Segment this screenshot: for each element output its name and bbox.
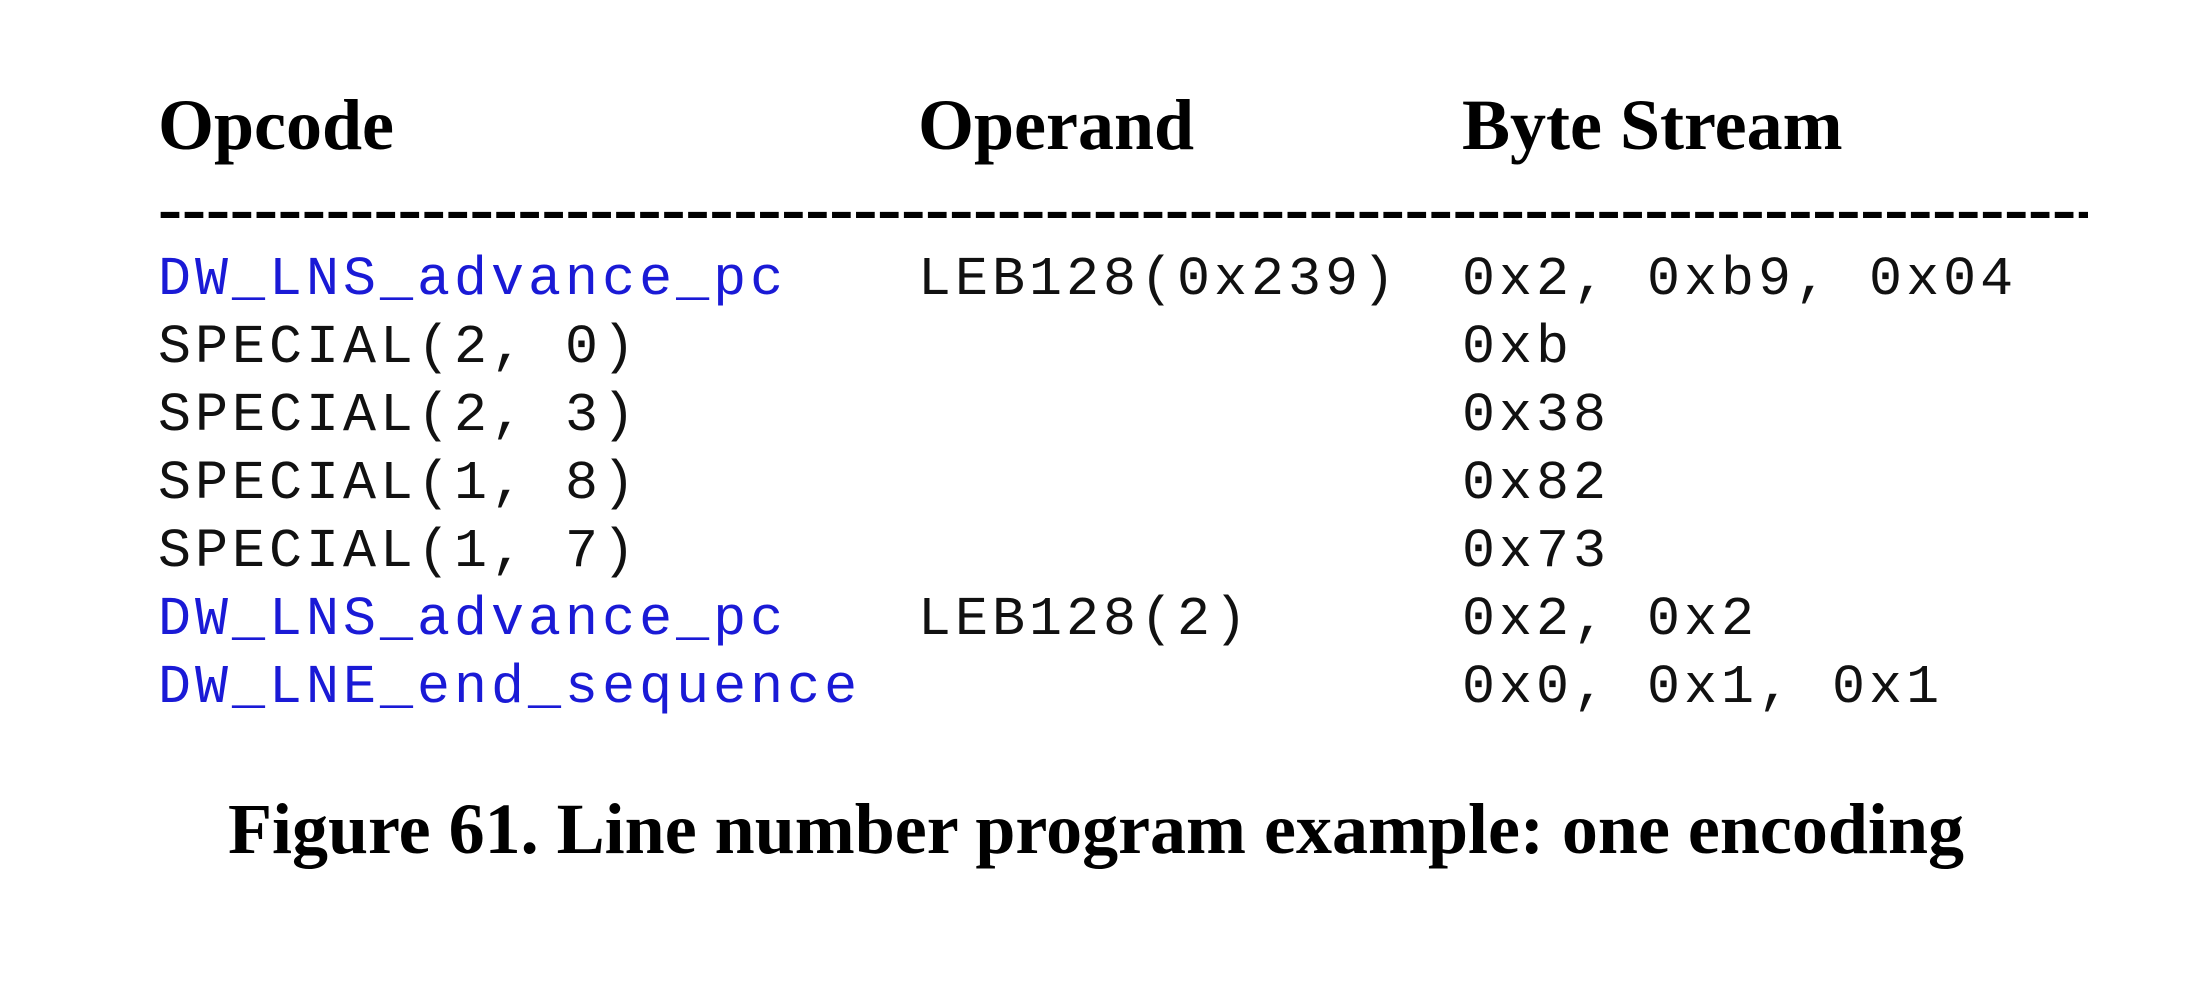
opcode-cell: SPECIAL(1, 7) [158,520,640,583]
byte-stream-cell: 0x82 [1462,452,1611,515]
byte-stream-cell: 0x0, 0x1, 0x1 [1462,656,1944,719]
operand-cell: LEB128(2) [918,588,1252,651]
table-row: SPECIAL(1, 8) 0x82 [0,450,2192,518]
table-row: SPECIAL(2, 3) 0x38 [0,382,2192,450]
table-row: SPECIAL(1, 7) 0x73 [0,518,2192,586]
byte-stream-cell: 0xb [1462,316,1574,379]
byte-stream-cell: 0x38 [1462,384,1611,447]
operand-cell: LEB128(0x239) [918,248,1400,311]
opcode-link[interactable]: DW_LNE_end_sequence [158,656,862,719]
opcode-link[interactable]: DW_LNS_advance_pc [158,588,788,651]
opcode-cell: SPECIAL(1, 8) [158,452,640,515]
table-row: DW_LNE_end_sequence 0x0, 0x1, 0x1 [0,654,2192,722]
opcode-cell: SPECIAL(2, 0) [158,316,640,379]
opcode-link[interactable]: DW_LNS_advance_pc [158,248,788,311]
header-opcode: Opcode [158,85,395,165]
opcode-cell: SPECIAL(2, 3) [158,384,640,447]
byte-stream-cell: 0x2, 0xb9, 0x04 [1462,248,2018,311]
table-row: DW_LNS_advance_pc LEB128(2) 0x2, 0x2 [0,586,2192,654]
byte-stream-cell: 0x73 [1462,520,1611,583]
table-row: SPECIAL(2, 0) 0xb [0,314,2192,382]
header-divider: ----------------------------------------… [158,188,2088,228]
figure-caption: Figure 61. Line number program example: … [228,789,1964,869]
byte-stream-cell: 0x2, 0x2 [1462,588,1759,651]
header-operand: Operand [918,85,1195,165]
header-byte-stream: Byte Stream [1462,85,1843,165]
table-row: DW_LNS_advance_pc LEB128(0x239) 0x2, 0xb… [0,246,2192,314]
